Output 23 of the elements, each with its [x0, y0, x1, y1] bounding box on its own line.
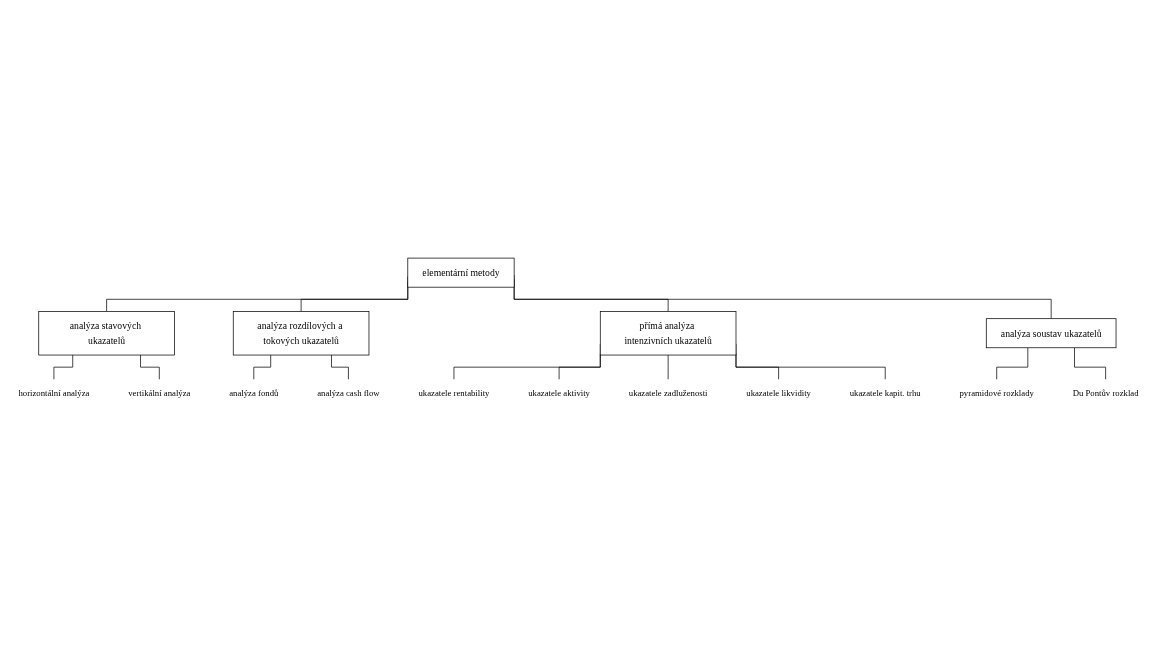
connector	[667, 354, 669, 380]
connector	[331, 354, 349, 380]
node-text: ukazatele zadluženosti	[628, 388, 708, 398]
node-box: analýza soustav ukazatelů	[985, 318, 1117, 349]
node-text: horizontální analýza	[18, 388, 90, 398]
connector	[558, 354, 601, 380]
node-text: ukazatele kapit. trhu	[849, 388, 921, 398]
node-text: analýza fondů	[229, 388, 279, 398]
node-text: analýza cash flow	[317, 388, 380, 398]
node-box: analýza stavových ukazatelů	[38, 311, 175, 356]
connector	[1074, 347, 1106, 380]
node-text: vertikální analýza	[128, 388, 191, 398]
node-box: analýza rozdílových a tokových ukazatelů	[232, 311, 370, 356]
node-text: ukazatele likvidity	[746, 388, 811, 398]
node-text: Du Pontův rozklad	[1072, 388, 1139, 398]
node-text: ukazatele rentability	[418, 388, 490, 398]
node-text: ukazatele aktivity	[528, 388, 590, 398]
node-text: pyramidové rozklady	[959, 388, 1034, 398]
connector	[140, 354, 160, 380]
node-box: přímá analýza intenzivních ukazatelů	[599, 311, 737, 356]
node-box: elementární metody	[407, 257, 515, 288]
connector	[53, 354, 74, 380]
connector	[253, 354, 272, 380]
